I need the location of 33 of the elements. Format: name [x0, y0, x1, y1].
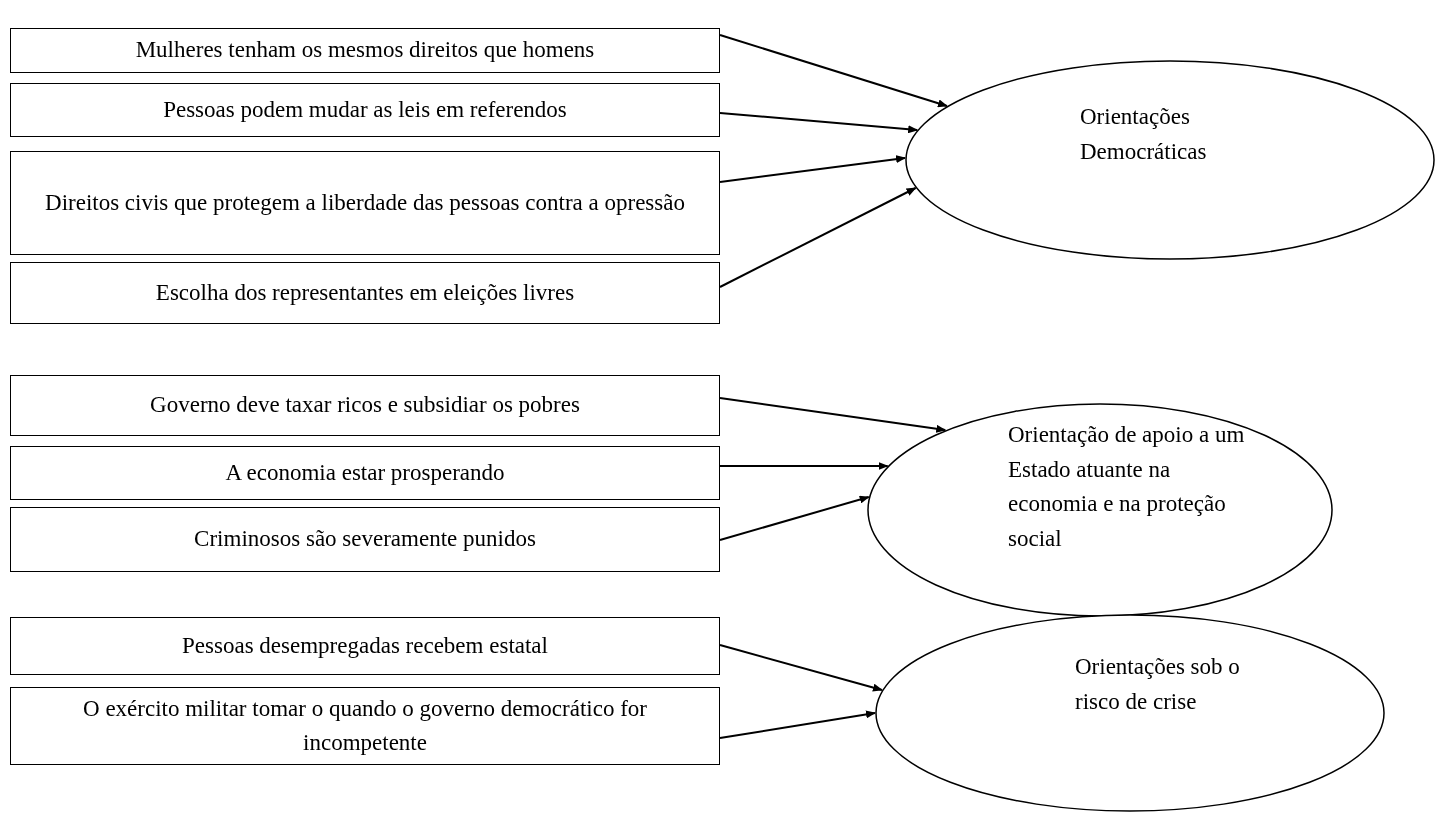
statement-text: A economia estar prosperando: [225, 458, 505, 487]
arrow: [719, 462, 889, 470]
arrow: [719, 710, 876, 739]
orientation-label: Orientações sob o risco de crise: [1075, 653, 1241, 716]
arrow: [719, 397, 947, 433]
statement-text: Governo deve taxar ricos e subsidiar os pobres: [150, 391, 580, 420]
orientation-ellipse: [875, 614, 1385, 812]
statement-box: [10, 507, 720, 572]
orientation-ellipse: [905, 60, 1435, 260]
arrow: [719, 155, 907, 183]
arrow: [719, 34, 948, 108]
statement-text: Escolha dos representantes em eleições livres: [155, 278, 575, 307]
orientation-label: Orientação de apoio a um Estado atuante na economia e na proteção social: [1008, 421, 1246, 553]
arrow: [719, 495, 870, 541]
statement-box: [10, 83, 720, 137]
statement-box: [10, 28, 720, 73]
orientation-ellipse: [867, 403, 1333, 617]
statement-text: Criminosos são severamente punidos: [194, 525, 536, 554]
arrow: [719, 187, 917, 288]
statement-box: [10, 151, 720, 255]
arrow: [719, 644, 883, 692]
statement-text: Direitos civis que protegem a liberdade das pessoas contra a opressão: [45, 188, 685, 217]
statement-box: [10, 687, 720, 765]
statement-text: Pessoas desempregadas recebem estatal: [182, 631, 548, 660]
statement-box: [10, 375, 720, 436]
statement-box: [10, 617, 720, 675]
statement-text: Mulheres tenham os mesmos direitos que homens: [135, 36, 595, 65]
statement-box: [10, 262, 720, 324]
orientation-label: Orientações Democráticas: [1080, 103, 1208, 166]
statement-text: Pessoas podem mudar as leis em referendos: [163, 95, 567, 124]
statement-box: [10, 446, 720, 500]
arrow: [719, 112, 919, 134]
statement-text: O exército militar tomar o quando o governo democrático for incompetente: [82, 694, 648, 757]
